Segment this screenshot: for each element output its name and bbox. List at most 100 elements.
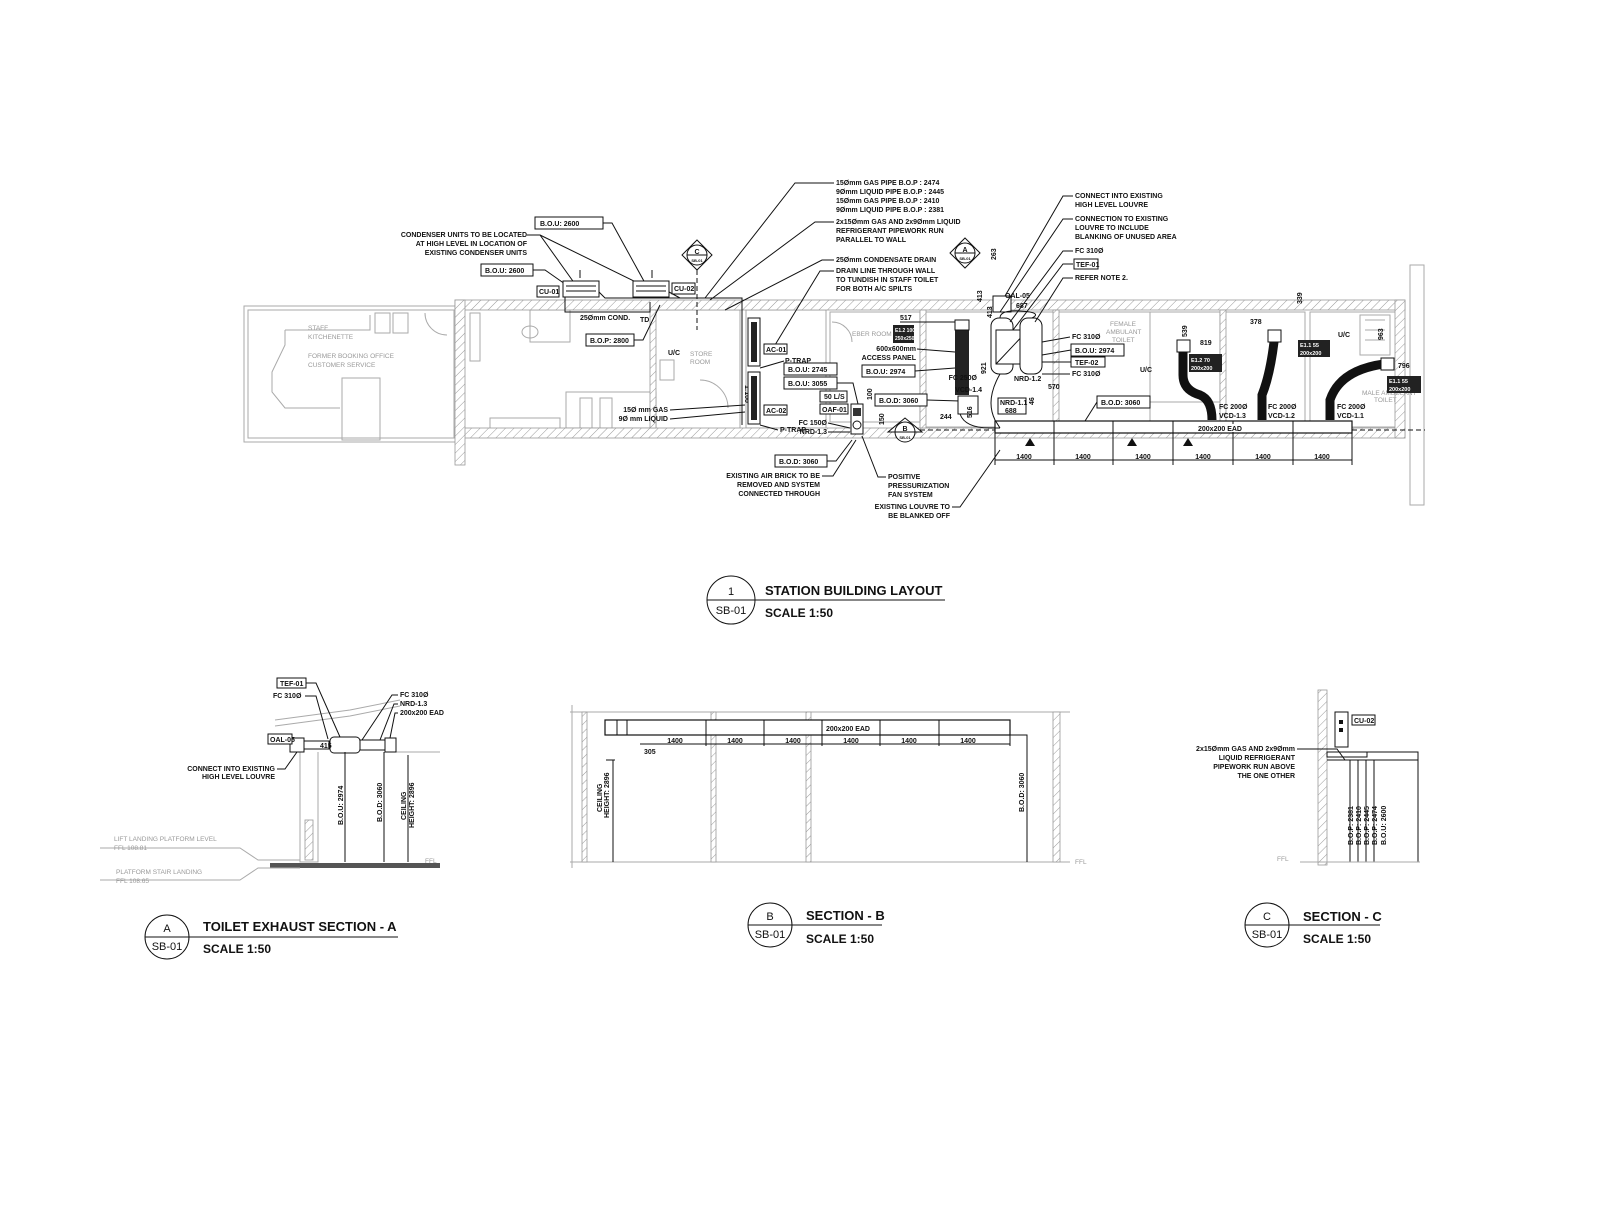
svg-text:FC 310Ø: FC 310Ø <box>1075 248 1104 255</box>
title-section-b: B SB-01 SECTION - B SCALE 1:50 <box>747 902 885 948</box>
ceiling-height: HEIGHT: 2896 <box>409 782 416 828</box>
svg-text:SCALE 1:50: SCALE 1:50 <box>806 932 874 946</box>
exhaust-grille <box>1267 329 1282 343</box>
flex-connector-label: FC 200Ø <box>1337 404 1366 411</box>
pressurization-fan <box>850 403 864 435</box>
dimension: 517 <box>900 315 912 322</box>
svg-text:REFER NOTE 2.: REFER NOTE 2. <box>1075 275 1128 282</box>
undercut-label: U/C <box>1338 332 1350 339</box>
ffl-label: FFL <box>425 858 437 865</box>
svg-text:SB-01: SB-01 <box>1252 929 1283 941</box>
condensate-pipe <box>564 297 651 313</box>
section-marker-b: B SB-01 <box>886 417 924 443</box>
louvre-tag <box>267 733 293 745</box>
level-dimension: B.O.P: 2410 <box>1356 806 1363 845</box>
unit-tag <box>671 282 696 295</box>
dimension: 413 <box>977 290 984 302</box>
svg-text:25Ømm CONDENSATE DRAIN: 25Ømm CONDENSATE DRAIN <box>836 257 936 264</box>
flex-connector-label: FC 200Ø <box>1219 404 1248 411</box>
dimension: 150 <box>879 413 886 425</box>
pipework-note: LIQUID REFRIGERANT <box>1219 755 1296 762</box>
air-brick-note: EXISTING AIR BRICK TO BE REMOVED AND SYS… <box>726 439 857 498</box>
flex-connector-label: FC 250Ø <box>949 375 978 382</box>
room-label: STAFF <box>308 325 328 332</box>
bou-dimension: B.O.U: 2974 <box>338 786 345 825</box>
louvre-tag-label: OAL-05 <box>270 737 295 744</box>
dimension: 688 <box>1005 408 1017 415</box>
pipework-note: THE ONE OTHER <box>1237 773 1295 780</box>
dimension: 921 <box>981 362 988 374</box>
condenser-unit-cu02 <box>632 270 670 298</box>
bou-tag-label: B.O.U: 2745 <box>788 367 827 374</box>
duct-dimension: 1400 <box>785 738 801 745</box>
exhaust-grille <box>1176 339 1191 353</box>
unit-tag-label: AC-01 <box>766 347 786 354</box>
svg-text:POSITIVE: POSITIVE <box>888 474 921 481</box>
partition-wall <box>1052 309 1060 429</box>
louvre-tag: OAL-05 <box>1005 293 1030 300</box>
grille-tag-label: 200x200 <box>1300 351 1321 357</box>
ptrap-label: P-TRAP <box>785 358 811 365</box>
flex-connector-label: FC 310Ø <box>400 692 429 699</box>
grille-tag-label: 200x200 <box>1389 387 1410 393</box>
connect-note: CONNECT INTO EXISTING <box>187 766 275 773</box>
west-wall <box>454 299 466 466</box>
section-marker-a: A SB-01 <box>949 237 981 269</box>
pipe-notes: 15Ømm GAS PIPE B.O.P : 2474 9Ømm LIQUID … <box>704 180 961 346</box>
bou-tag-label: B.O.U: 3055 <box>788 381 827 388</box>
unit-tag <box>819 403 849 415</box>
connect-note: HIGH LEVEL LOUVRE <box>202 774 275 781</box>
ffl-label: FFL <box>1075 859 1087 866</box>
svg-text:B: B <box>902 426 907 433</box>
svg-text:TO TUNDISH IN STAFF TOILET: TO TUNDISH IN STAFF TOILET <box>836 277 939 284</box>
svg-text:SCALE 1:50: SCALE 1:50 <box>203 942 271 956</box>
damper-label: VCD-1.2 <box>1268 413 1295 420</box>
damper-label: NRD-1.3 <box>400 701 427 708</box>
svg-text:15Ømm GAS PIPE B.O.P : 2410: 15Ømm GAS PIPE B.O.P : 2410 <box>836 198 939 205</box>
duct-dimension: 1400 <box>1255 454 1271 461</box>
undercut-label: U/C <box>668 350 680 357</box>
svg-text:SB-01: SB-01 <box>152 941 183 953</box>
svg-text:SB-01: SB-01 <box>755 929 786 941</box>
dimension: 796 <box>1398 363 1410 370</box>
room-label: TOILET <box>1374 397 1397 404</box>
damper-label: VCD-1.4 <box>955 387 982 394</box>
svg-text:EXISTING CONDENSER UNITS: EXISTING CONDENSER UNITS <box>425 250 528 257</box>
duct-dimension: 1400 <box>727 738 743 745</box>
room-label: KITCHENETTE <box>308 334 354 341</box>
airflow-tag <box>819 390 848 403</box>
unit-tag-label: CU-01 <box>539 289 559 296</box>
bod-tag-label: B.O.D: 3060 <box>779 459 818 466</box>
duct-dimension: 1400 <box>1314 454 1330 461</box>
exhaust-grille <box>1380 357 1395 371</box>
pipework-note: 2x15Ømm GAS AND 2x9Ømm <box>1196 746 1295 753</box>
title-station-building-layout: 1 SB-01 STATION BUILDING LAYOUT SCALE 1:… <box>706 575 945 625</box>
grille-tag-label: 250x250 <box>895 336 915 342</box>
grille-tag <box>1189 354 1222 372</box>
pressurization-note: POSITIVE PRESSURIZATION FAN SYSTEM <box>861 435 949 499</box>
scale-note: 1:100 <box>743 385 750 403</box>
svg-text:DRAIN LINE THROUGH WALL: DRAIN LINE THROUGH WALL <box>836 268 936 275</box>
svg-text:STATION BUILDING LAYOUT: STATION BUILDING LAYOUT <box>765 583 942 598</box>
unit-tag-label: CU-02 <box>674 286 694 293</box>
ffl-label: FFL <box>1277 856 1289 863</box>
undercut-label: U/C <box>1140 367 1152 374</box>
unit-tag <box>763 343 788 355</box>
dimension: 244 <box>940 414 952 421</box>
condenser-unit-cu01 <box>562 270 600 298</box>
svg-text:CONNECTION TO EXISTING: CONNECTION TO EXISTING <box>1075 216 1169 223</box>
unit-tag <box>1351 714 1376 726</box>
level-dimension: B.O.P: 2474 <box>1372 806 1379 845</box>
bod-tag-label: B.O.D: 3060 <box>1101 400 1140 407</box>
station-building-plan: 200x200 EAD STAFF KITCHENETTE FORMER BOO… <box>243 180 1425 520</box>
section-marker-c: C SB-01 <box>681 239 713 330</box>
grille-tag <box>1387 376 1421 393</box>
liquid-pipe-label: 9Ø mm LIQUID <box>619 416 668 423</box>
bou-tag-label: B.O.U: 2600 <box>540 221 579 228</box>
damper-label: VCD-1.3 <box>1219 413 1246 420</box>
title-section-c: C SB-01 SECTION - C SCALE 1:50 <box>1244 902 1382 948</box>
duct-size-label: 200x200 EAD <box>400 710 444 717</box>
dimension: 46 <box>1029 397 1036 405</box>
svg-text:15Ømm GAS PIPE B.O.P : 2474: 15Ømm GAS PIPE B.O.P : 2474 <box>836 180 939 187</box>
grille-tag-label: E1.1 55 <box>1300 343 1319 349</box>
